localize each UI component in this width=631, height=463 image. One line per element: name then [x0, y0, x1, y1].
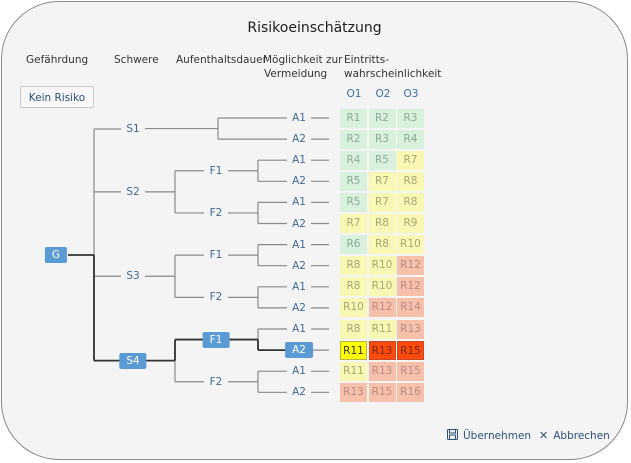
column-header-vermeidung-line1: Möglichkeit zur [263, 54, 343, 66]
risk-cell-R12[interactable]: R12 [397, 256, 424, 276]
duration-node-S3-F2[interactable]: F2 [207, 289, 225, 306]
risk-cell-R15[interactable]: R15 [397, 340, 424, 360]
risk-cell-R8[interactable]: R8 [397, 171, 424, 191]
risk-cell-R4[interactable]: R4 [397, 129, 424, 149]
column-header-eintritt: Eintritts- wahrscheinlichkeit [344, 53, 441, 81]
risk-cell-R10[interactable]: R10 [397, 235, 424, 255]
risk-cell-R10[interactable]: R10 [368, 256, 396, 276]
column-header-eintritt-line2: wahrscheinlichkeit [344, 68, 442, 80]
probability-header-o3: O3 [403, 88, 419, 100]
risk-cell-R7[interactable]: R7 [397, 150, 424, 170]
avoid-node-S2-F1-A2[interactable]: A2 [290, 173, 308, 190]
column-header-schwere: Schwere [114, 54, 159, 66]
close-icon: ✕ [539, 429, 549, 442]
risk-cell-R15[interactable]: R15 [368, 382, 396, 402]
risk-cell-R11[interactable]: R11 [340, 361, 367, 381]
risk-cell-R14[interactable]: R14 [397, 298, 424, 318]
risk-cell-R3[interactable]: R3 [397, 108, 424, 128]
probability-header-o2: O2 [375, 88, 391, 100]
avoid-node-S3-F1-A2[interactable]: A2 [290, 257, 308, 274]
risk-cell-R8[interactable]: R8 [397, 192, 424, 212]
risk-cell-R13[interactable]: R13 [340, 382, 367, 402]
avoid-node-S4-F2-A1[interactable]: A1 [290, 363, 308, 380]
dialog-title: Risikoeinschätzung [247, 20, 382, 36]
risk-cell-R2[interactable]: R2 [368, 108, 396, 128]
risk-cell-R11[interactable]: R11 [368, 319, 396, 339]
column-header-eintritt-line1: Eintritts- [344, 54, 390, 66]
avoid-node-S4-F1-A2[interactable]: A2 [285, 342, 313, 359]
avoid-node-S2-F2-A2[interactable]: A2 [290, 215, 308, 232]
risk-cell-R8[interactable]: R8 [368, 235, 396, 255]
risk-cell-R8[interactable]: R8 [340, 277, 367, 297]
avoid-node-S1-x-A2[interactable]: A2 [290, 131, 308, 148]
avoid-node-S2-F1-A1[interactable]: A1 [290, 152, 308, 169]
avoid-node-S4-F2-A2[interactable]: A2 [290, 384, 308, 401]
cancel-label: Abbrechen [553, 429, 610, 442]
risk-cell-R5[interactable]: R5 [368, 150, 396, 170]
risk-cell-R1[interactable]: R1 [340, 108, 367, 128]
risk-cell-R13[interactable]: R13 [368, 340, 396, 360]
cancel-button[interactable]: ✕ Abbrechen [539, 429, 610, 442]
risk-cell-R6[interactable]: R6 [340, 235, 367, 255]
risk-cell-R10[interactable]: R10 [340, 298, 367, 318]
risk-cell-R15[interactable]: R15 [397, 361, 424, 381]
avoid-node-S1-x-A1[interactable]: A1 [290, 110, 308, 126]
root-node-G[interactable]: G [44, 247, 68, 263]
risk-cell-R8[interactable]: R8 [368, 214, 396, 233]
risk-cell-R7[interactable]: R7 [368, 171, 396, 191]
risk-cell-R10[interactable]: R10 [368, 277, 396, 297]
duration-node-S4-F1[interactable]: F1 [202, 331, 230, 348]
duration-node-S3-F1[interactable]: F1 [207, 247, 225, 264]
risk-cell-R13[interactable]: R13 [368, 361, 396, 381]
risk-cell-R5[interactable]: R5 [340, 192, 367, 212]
avoid-node-S3-F2-A2[interactable]: A2 [290, 299, 308, 316]
apply-button[interactable]: Übernehmen [447, 429, 531, 443]
risk-cell-R3[interactable]: R3 [368, 129, 396, 149]
duration-node-S4-F2[interactable]: F2 [207, 373, 225, 390]
duration-node-S2-F1[interactable]: F1 [207, 162, 225, 179]
severity-node-S1[interactable]: S1 [124, 121, 142, 137]
risk-cell-R4[interactable]: R4 [340, 150, 367, 170]
risk-cell-R8[interactable]: R8 [340, 256, 367, 276]
risk-cell-R7[interactable]: R7 [340, 214, 367, 233]
save-icon [447, 429, 458, 443]
apply-label: Übernehmen [463, 430, 532, 442]
risk-cell-R7[interactable]: R7 [368, 192, 396, 212]
column-header-aufenthaltsdauer: Aufenthaltsdauer [176, 54, 267, 66]
column-header-gefaehrdung: Gefährdung [26, 54, 89, 66]
risk-cell-R13[interactable]: R13 [397, 319, 424, 339]
risk-cell-R8[interactable]: R8 [340, 319, 367, 339]
severity-node-S4[interactable]: S4 [119, 352, 147, 369]
column-header-vermeidung-line2: Vermeidung [264, 68, 328, 80]
column-header-vermeidung: Möglichkeit zur Vermeidung [263, 53, 342, 81]
risk-cell-R9[interactable]: R9 [397, 214, 424, 233]
risk-cell-R2[interactable]: R2 [340, 129, 367, 149]
severity-node-S2[interactable]: S2 [124, 183, 142, 200]
risk-cell-R5[interactable]: R5 [340, 171, 367, 191]
risk-cell-R16[interactable]: R16 [397, 382, 424, 402]
avoid-node-S3-F2-A1[interactable]: A1 [290, 278, 308, 295]
avoid-node-S2-F2-A1[interactable]: A1 [290, 194, 308, 211]
probability-header-o1: O1 [346, 88, 362, 100]
no-risk-button[interactable]: Kein Risiko [20, 86, 94, 108]
risk-cell-R12[interactable]: R12 [368, 298, 396, 318]
risk-cell-R12[interactable]: R12 [397, 277, 424, 297]
duration-node-S2-F2[interactable]: F2 [207, 204, 225, 221]
avoid-node-S4-F1-A1[interactable]: A1 [290, 321, 308, 337]
risk-cell-R11[interactable]: R11 [340, 340, 367, 360]
avoid-node-S3-F1-A1[interactable]: A1 [290, 236, 308, 253]
severity-node-S3[interactable]: S3 [124, 268, 142, 285]
